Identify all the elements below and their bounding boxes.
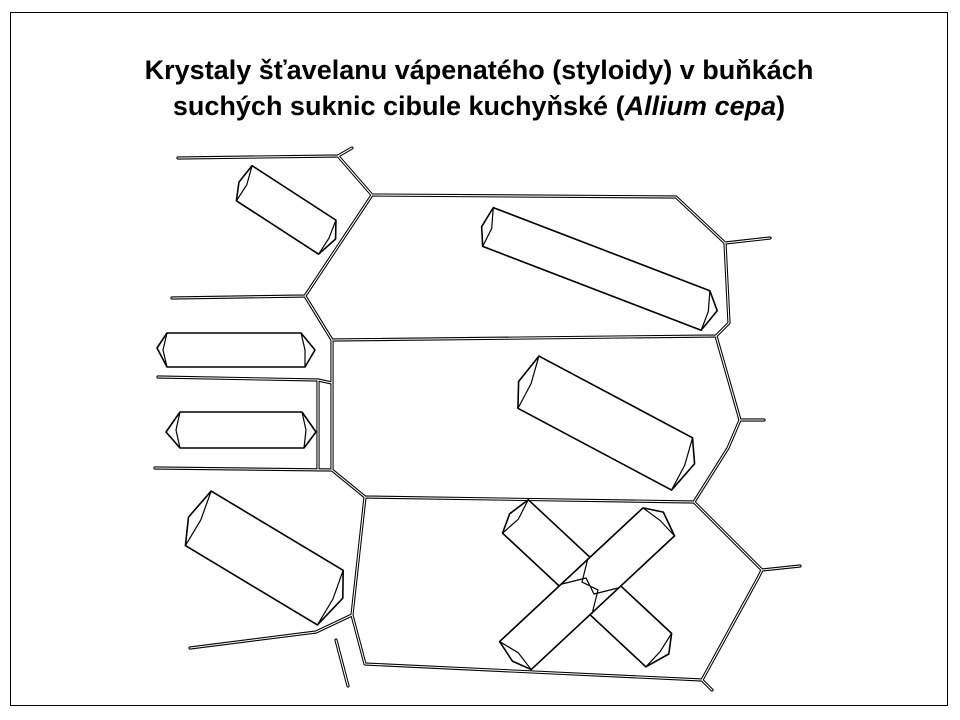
cell-walls [153,146,802,692]
crystal-mid-left-upper [156,332,316,368]
title-line-1: Krystaly šťavelanu vápenatého (styloidy)… [144,55,814,85]
title-species-name: Allium cepa [624,91,777,121]
crystal-bottom-left [184,490,344,626]
title-line-2-suffix: ) [776,91,786,121]
crystal-mid-right [517,355,696,491]
crystal-mid-left-lower [165,411,317,449]
wall-lines-inner [154,147,801,691]
crystal-top-left [235,164,337,255]
crystal-top-right [480,206,718,332]
crystal-twin-cross [498,498,676,671]
title-line-2-prefix: suchých suknic cibule kuchyňské ( [172,91,625,121]
page-title: Krystaly šťavelanu vápenatého (styloidy)… [10,52,948,124]
title-line-2: suchých suknic cibule kuchyňské (Allium … [10,88,948,124]
styloid-crystals [156,164,718,626]
